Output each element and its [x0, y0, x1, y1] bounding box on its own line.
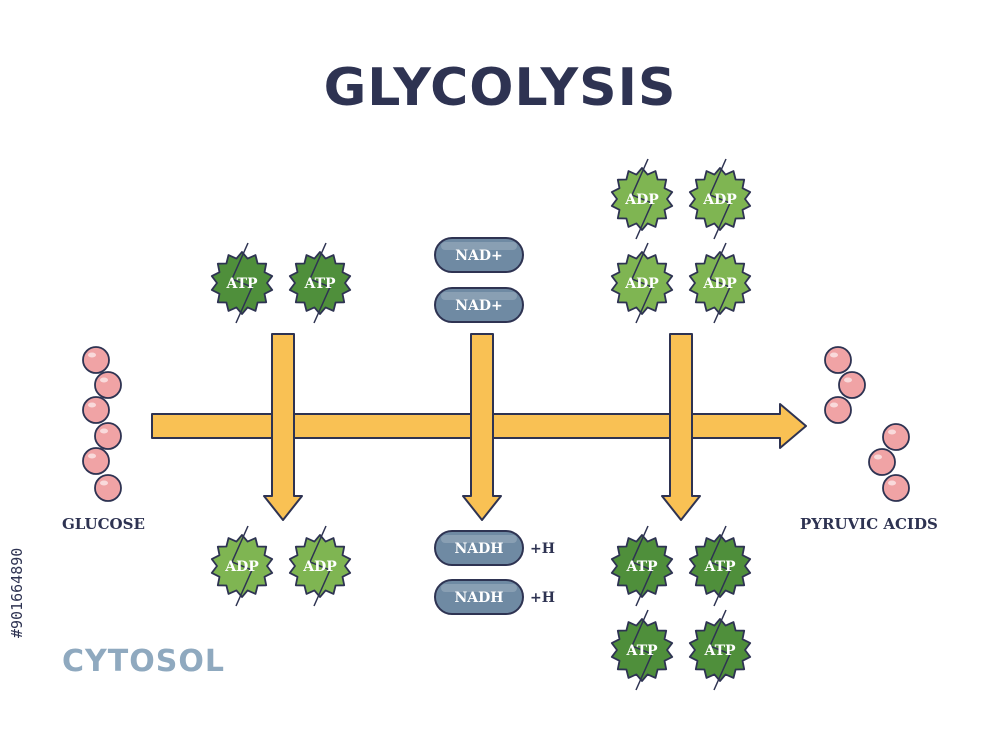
nad-pills: NAD+ NAD+ NADH NADH +H +H [434, 237, 555, 615]
badge-label: ATP [625, 559, 658, 575]
stage2-down-arrow [462, 333, 502, 521]
badge-label: ATP [703, 559, 736, 575]
pill-label: NADH [454, 590, 503, 606]
pill-label: NADH [454, 541, 503, 557]
badge-label: ATP [225, 276, 258, 292]
watermark-text: #901664890 [8, 548, 26, 638]
glucose-molecule [82, 346, 122, 502]
stage3-down-arrow [661, 333, 701, 521]
energy-badges: ATP ATP ADP ADP ADP ADP ADP ADP ATP ATP ATP ATP [210, 158, 752, 691]
pyruvic-acids-label: PYRUVIC ACIDS [800, 515, 938, 533]
adp-badge: ADP [610, 242, 674, 324]
badge-label: ADP [702, 276, 737, 292]
adp-badge: ADP [688, 158, 752, 240]
badge-label: ADP [302, 559, 337, 575]
glucose-sphere [82, 396, 110, 424]
adp-badge: ADP [210, 525, 274, 607]
adp-badge: ADP [688, 242, 752, 324]
diagram-title: GLYCOLYSIS [323, 58, 677, 118]
badge-label: ATP [303, 276, 336, 292]
plus-h-label: +H [530, 590, 555, 606]
nadh-pill: NADH [434, 530, 524, 566]
badge-label: ADP [624, 192, 659, 208]
glucose-sphere [94, 371, 122, 399]
atp-badge: ATP [688, 609, 752, 691]
glucose-sphere [82, 447, 110, 475]
stock-watermark: #901664890 [8, 548, 26, 638]
badge-label: ADP [702, 192, 737, 208]
pyruvic-acid-molecules [824, 346, 910, 502]
adp-badge: ADP [288, 525, 352, 607]
badge-label: ATP [703, 643, 736, 659]
atp-badge: ATP [288, 242, 352, 324]
stage1-down-arrow [263, 333, 303, 521]
pill-label: NAD+ [455, 298, 503, 314]
glucose-sphere [82, 346, 110, 374]
nad-plus-pill: NAD+ [434, 237, 524, 273]
pyruvic-sphere [824, 396, 852, 424]
pill-label: NAD+ [455, 248, 503, 264]
atp-badge: ATP [688, 525, 752, 607]
atp-badge: ATP [210, 242, 274, 324]
pyruvic-sphere [868, 448, 896, 476]
pyruvic-sphere [838, 371, 866, 399]
pyruvic-sphere [882, 474, 910, 502]
plus-h-label: +H [530, 541, 555, 557]
nad-plus-pill: NAD+ [434, 287, 524, 323]
cytosol-label: CYTOSOL [62, 644, 225, 679]
atp-badge: ATP [610, 609, 674, 691]
adp-badge: ADP [610, 158, 674, 240]
glucose-sphere [94, 474, 122, 502]
badge-label: ADP [224, 559, 259, 575]
pyruvic-sphere [824, 346, 852, 374]
badge-label: ATP [625, 643, 658, 659]
atp-badge: ATP [610, 525, 674, 607]
glucose-label: GLUCOSE [62, 515, 145, 533]
pyruvic-sphere [882, 423, 910, 451]
glucose-sphere [94, 422, 122, 450]
nadh-pill: NADH [434, 579, 524, 615]
badge-label: ADP [624, 276, 659, 292]
